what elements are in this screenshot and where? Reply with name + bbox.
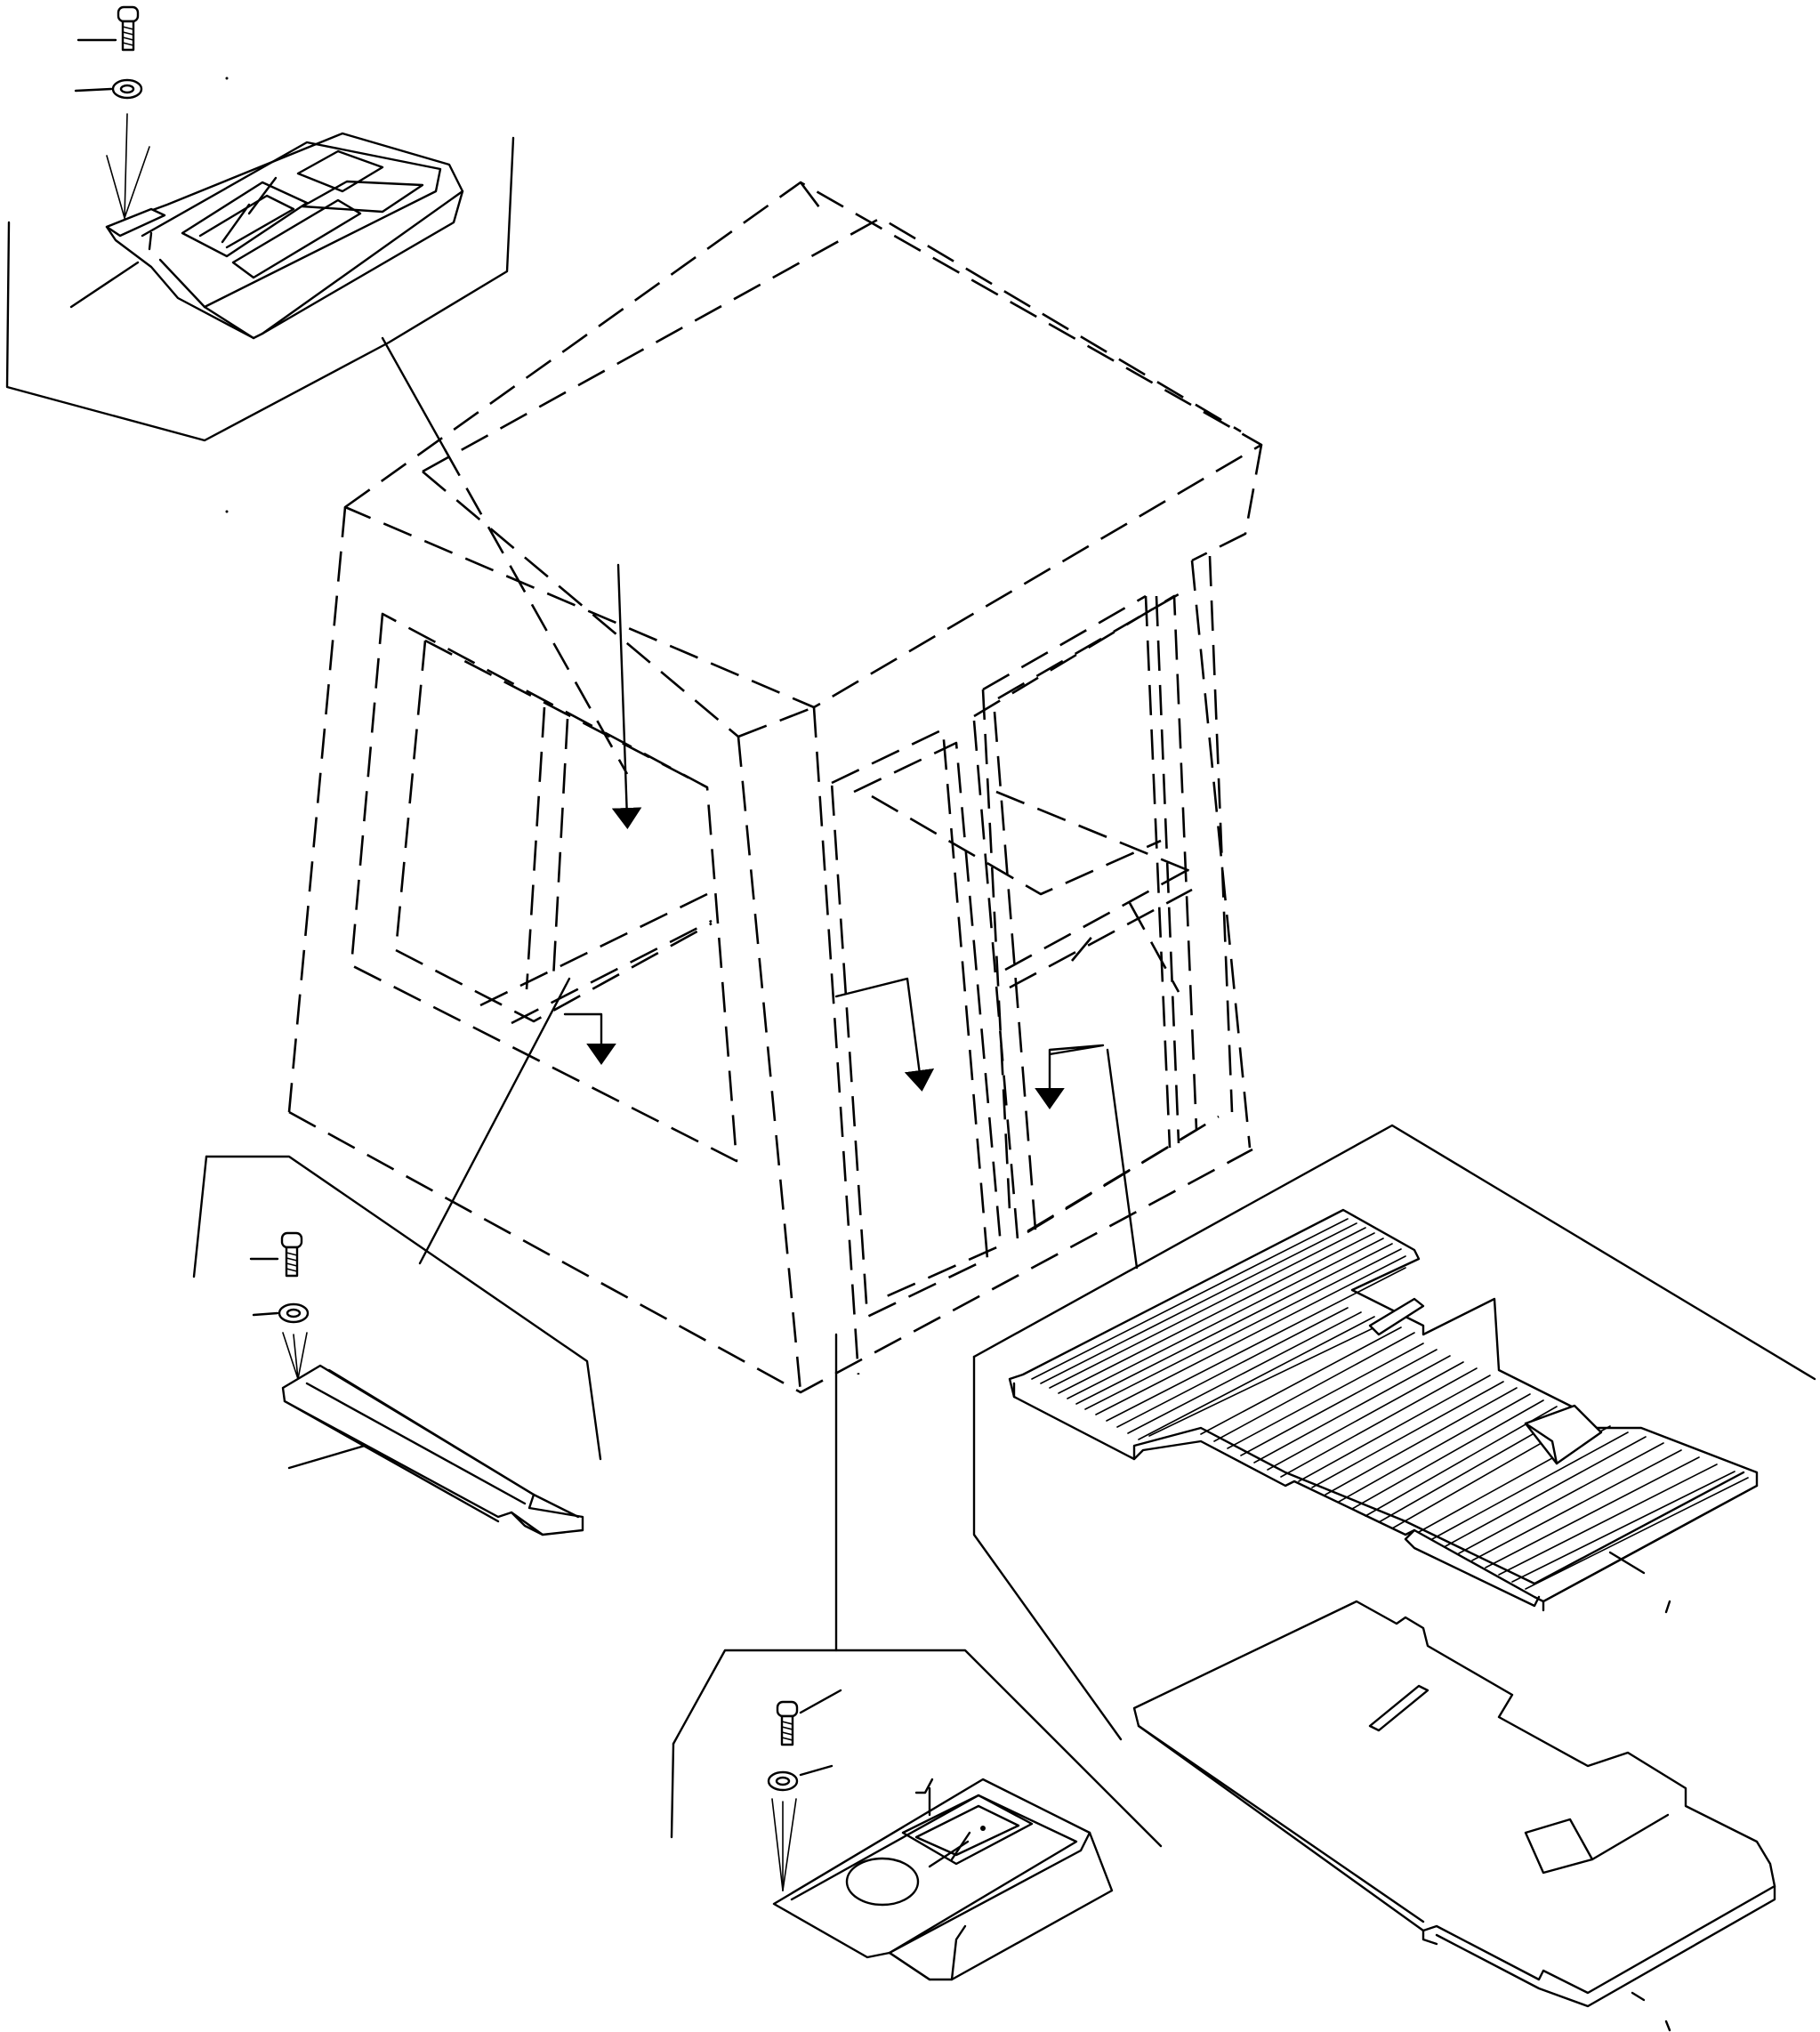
- rear-console-icon: [5, 5, 515, 442]
- front-console-icon: [670, 1649, 1163, 1981]
- floor-plate-icon: [1132, 1600, 1776, 2032]
- cab-outline-icon: [287, 181, 1263, 1394]
- floor-mat-ribs: [1031, 1218, 1749, 1590]
- left-cover-icon: [192, 1155, 602, 1536]
- leader-lines: [381, 336, 1139, 1652]
- floor-mat-icon: [972, 1124, 1816, 1741]
- scan-marks: [225, 77, 229, 513]
